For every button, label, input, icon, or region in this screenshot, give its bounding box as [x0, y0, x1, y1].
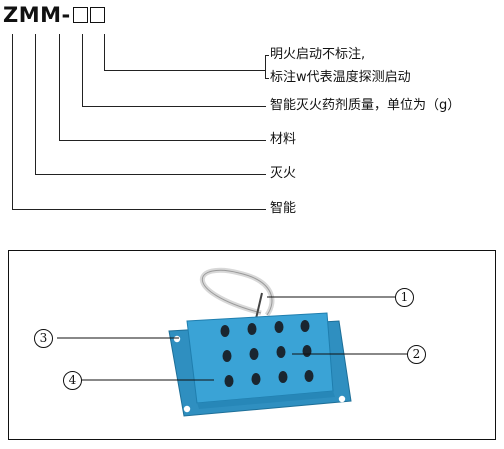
bracket-line-fire-h — [35, 174, 266, 175]
bracket-line-material-v — [59, 34, 60, 141]
mount-hole-bottom-right — [338, 395, 346, 403]
placeholder-box-2 — [89, 7, 105, 23]
bracket-line-smart-v — [12, 34, 13, 210]
label-agent-mass: 智能灭火药剂质量，单位为（g） — [270, 98, 461, 113]
label-temperature-note: 标注w代表温度探测启动 — [270, 70, 411, 85]
callout-4: 4 — [63, 371, 82, 390]
bracket-line-agent-v — [82, 34, 83, 107]
model-code: ZMM- — [3, 0, 105, 30]
note-brace-bottom — [265, 78, 269, 79]
label-material: 材料 — [270, 132, 297, 147]
device-illustration — [57, 267, 409, 417]
callout-2: 2 — [407, 345, 426, 364]
device-body — [186, 312, 334, 404]
note-brace-v — [265, 55, 266, 78]
callout-3: 3 — [34, 329, 53, 348]
label-open-fire-note: 明火启动不标注, — [270, 47, 366, 62]
bracket-line-fire-v — [35, 34, 36, 175]
cable — [199, 267, 275, 317]
mount-hole-bottom-left — [183, 405, 191, 413]
callout-1: 1 — [395, 288, 414, 307]
placeholder-box-1 — [72, 7, 88, 23]
note-brace-top — [265, 55, 269, 56]
bracket-line-smart-h — [12, 209, 266, 210]
label-smart: 智能 — [270, 201, 297, 216]
bracket-line-agent-h — [82, 106, 266, 107]
device-figure: 1 2 3 4 — [8, 250, 496, 440]
model-prefix: ZMM- — [3, 3, 71, 27]
label-fire-extinguishing: 灭火 — [270, 166, 297, 181]
bracket-line-material-h — [59, 140, 266, 141]
device-body-side — [197, 391, 335, 409]
bracket-line-start-v — [104, 34, 105, 71]
mount-hole-top-left — [173, 335, 181, 343]
bracket-line-start-h — [104, 70, 266, 71]
